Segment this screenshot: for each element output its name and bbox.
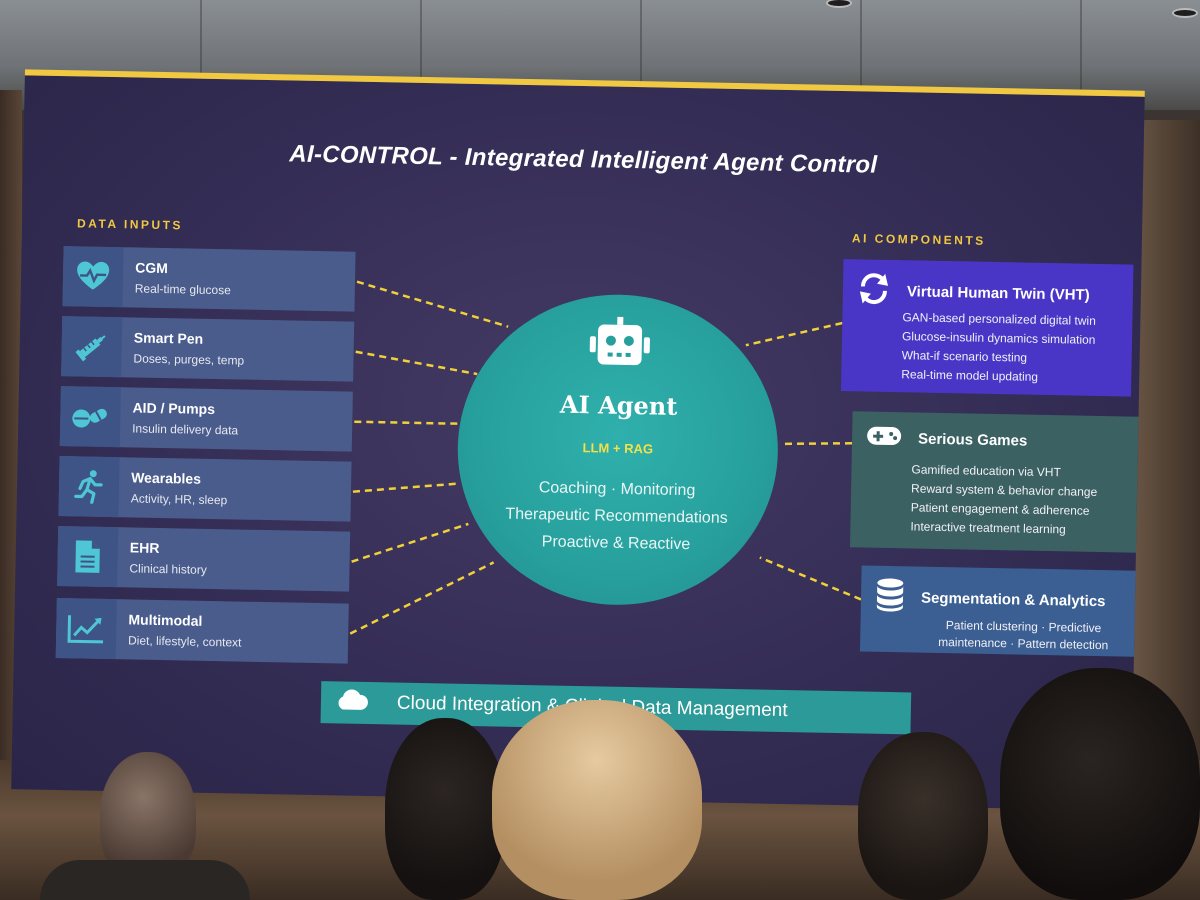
input-card-ehr: EHR Clinical history — [57, 526, 351, 592]
ceiling-seam — [420, 0, 422, 110]
database-icon — [875, 578, 906, 618]
ceiling-seam — [860, 0, 862, 110]
input-desc: Doses, purges, temp — [133, 351, 245, 368]
input-name: Multimodal — [128, 611, 203, 629]
cloud-integration-bar: Cloud Integration & Clinical Data Manage… — [320, 681, 912, 735]
list-item: Interactive treatment learning — [910, 519, 1066, 537]
chart-line-icon — [55, 598, 117, 660]
agent-title: AI Agent — [559, 389, 678, 421]
audience-head — [858, 732, 988, 900]
component-card-vht: Virtual Human Twin (VHT) GAN-based perso… — [840, 259, 1134, 397]
list-item: maintenance · Pattern detection — [938, 634, 1109, 653]
connector-games — [779, 442, 852, 446]
input-desc: Insulin delivery data — [132, 421, 239, 438]
document-icon — [57, 526, 119, 588]
ceiling-seam — [1080, 0, 1082, 110]
sync-icon — [857, 271, 892, 311]
ai-agent-circle: AI Agent LLM + RAG Coaching · Monitoring… — [454, 291, 781, 608]
connector-ehr — [351, 522, 469, 563]
connector-smart-pen — [355, 350, 478, 376]
audience-shoulders — [40, 860, 250, 900]
audience-head — [385, 718, 505, 900]
connector-wearables — [352, 482, 458, 493]
component-card-segmentation: Segmentation & Analytics Patient cluster… — [859, 565, 1145, 658]
input-card-smart-pen: Smart Pen Doses, purges, temp — [61, 316, 355, 382]
input-name: Smart Pen — [133, 329, 204, 347]
component-title: Segmentation & Analytics — [920, 589, 1106, 611]
list-item: Real-time model updating — [901, 367, 1039, 384]
audience-head — [492, 700, 702, 900]
input-card-wearables: Wearables Activity, HR, sleep — [58, 456, 352, 522]
input-desc: Diet, lifestyle, context — [127, 633, 242, 650]
component-list: Patient clustering · Predictive maintena… — [938, 617, 1109, 654]
robot-icon — [587, 316, 652, 378]
component-title: Serious Games — [917, 430, 1028, 450]
audience-head — [1000, 668, 1200, 900]
connector-aid — [354, 420, 459, 425]
input-card-cgm: CGM Real-time glucose — [62, 246, 356, 312]
pills-icon — [59, 386, 121, 448]
gamepad-icon — [866, 424, 903, 454]
input-card-multimodal: Multimodal Diet, lifestyle, context — [55, 598, 349, 664]
ceiling-seam — [200, 0, 202, 110]
input-name: AID / Pumps — [132, 399, 216, 418]
input-name: EHR — [129, 539, 160, 556]
component-title: Virtual Human Twin (VHT) — [906, 283, 1090, 304]
component-card-serious-games: Serious Games Gamified education via VHT… — [849, 411, 1143, 553]
input-desc: Clinical history — [129, 561, 207, 577]
running-icon — [58, 456, 120, 518]
input-desc: Real-time glucose — [134, 281, 231, 298]
ceiling-light — [826, 0, 852, 8]
agent-line: Coaching · Monitoring — [538, 479, 696, 500]
connector-lines — [349, 280, 862, 635]
projection-screen: AI-CONTROL - Integrated Intelligent Agen… — [11, 69, 1145, 811]
agent-line: Proactive & Reactive — [541, 533, 691, 554]
ceiling-seam — [640, 0, 642, 110]
agent-line: Therapeutic Recommendations — [505, 505, 728, 527]
connector-seg — [759, 556, 862, 601]
connector-vht — [745, 321, 843, 347]
connector-multimodal — [349, 561, 495, 635]
agent-subtitle: LLM + RAG — [582, 440, 654, 457]
input-desc: Activity, HR, sleep — [130, 491, 228, 508]
input-card-aid-pumps: AID / Pumps Insulin delivery data — [59, 386, 353, 452]
heart-pulse-icon — [62, 246, 124, 308]
input-name: Wearables — [131, 469, 202, 487]
ceiling-light — [1172, 8, 1198, 18]
input-name: CGM — [135, 259, 169, 277]
syringe-icon — [61, 316, 123, 378]
connector-cgm — [356, 280, 509, 328]
component-list: Gamified education via VHT Reward system… — [910, 460, 1098, 540]
cloud-icon — [335, 688, 370, 717]
component-list: GAN-based personalized digital twin Gluc… — [901, 308, 1096, 388]
